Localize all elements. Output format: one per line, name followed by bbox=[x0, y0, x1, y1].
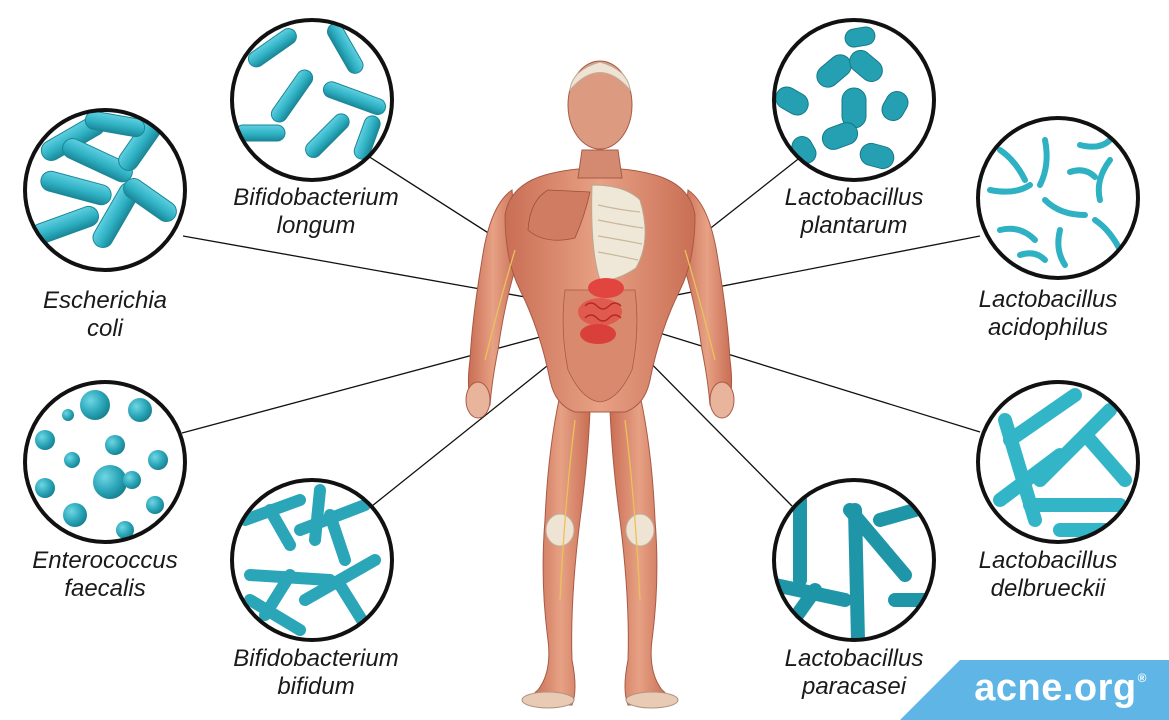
human-muscle-figure bbox=[465, 60, 735, 709]
brand-banner bbox=[900, 660, 1169, 720]
enterococcus-faecalis-circle bbox=[23, 380, 187, 544]
connector-lines bbox=[181, 155, 981, 507]
lactobacillus-acidophilus-circle bbox=[976, 116, 1140, 280]
intestine-icon bbox=[578, 278, 624, 344]
brand-name: acne.org bbox=[974, 667, 1137, 709]
brand-logo[interactable]: acne.org® bbox=[974, 667, 1147, 710]
registered-mark: ® bbox=[1137, 671, 1147, 685]
lactobacillus-paracasei-circle bbox=[772, 478, 936, 642]
escherichia-coli-circle bbox=[23, 108, 187, 272]
bifidobacterium-bifidum-circle bbox=[230, 478, 394, 642]
lactobacillus-plantarum-circle bbox=[772, 18, 936, 182]
bifidobacterium-longum-circle bbox=[230, 18, 394, 182]
lactobacillus-delbrueckii-circle bbox=[976, 380, 1140, 544]
